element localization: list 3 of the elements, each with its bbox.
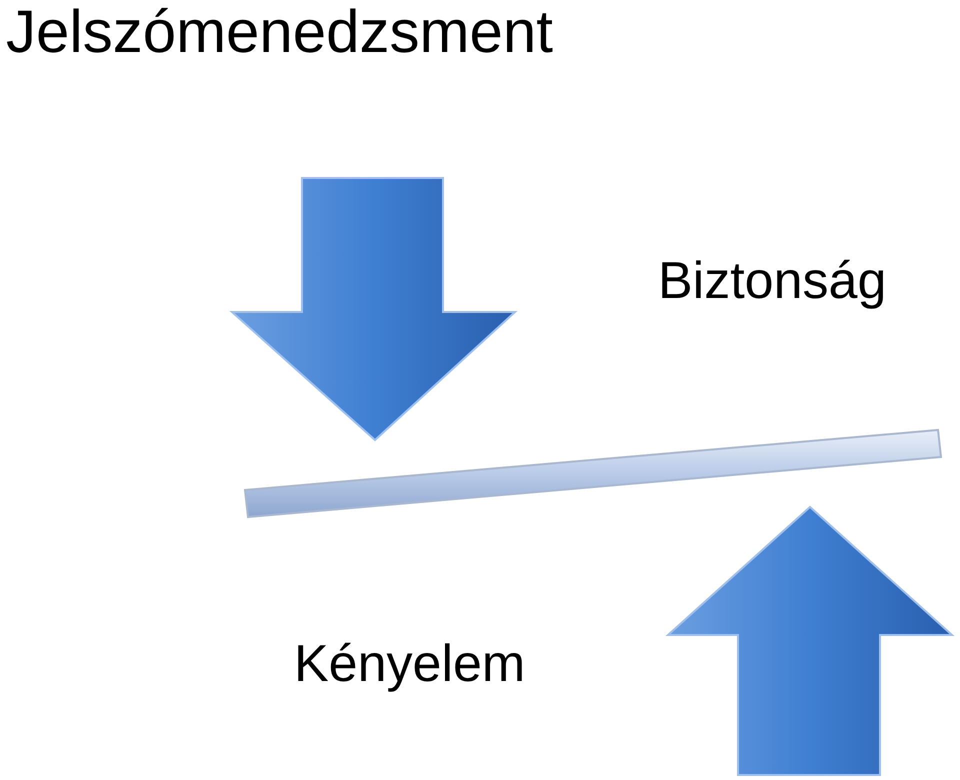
text-label: Kényelem [294, 638, 526, 690]
title: Jelszómenedzsment [6, 2, 553, 62]
text-label: Biztonság [658, 255, 886, 307]
